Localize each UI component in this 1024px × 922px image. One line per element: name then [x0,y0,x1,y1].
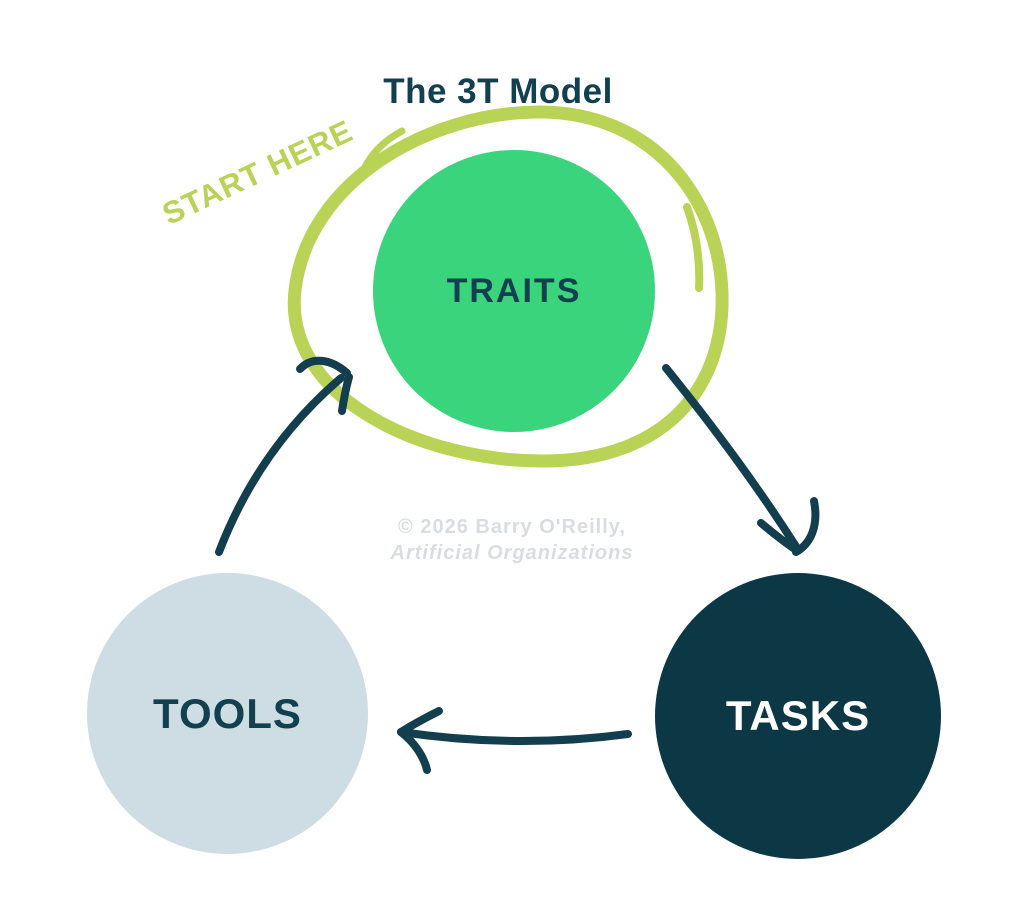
scribble-thick-stroke-right [578,110,725,283]
node-tasks-label: TASKS [725,692,871,739]
node-traits: TRAITS [373,150,655,432]
node-tasks: TASKS [655,573,941,859]
arrow-tools-to-traits [215,356,353,556]
arrow-traits-to-tasks-head-wing [757,519,800,554]
arrow-tasks-to-tools [397,707,632,774]
arrow-traits-to-tasks [662,364,820,556]
node-tools: TOOLS [87,573,368,854]
copyright-watermark-line1: © 2026 Barry O'Reilly, [398,516,626,538]
scribble-sketch-mark-top-left [357,127,406,180]
diagram-title: The 3T Model [383,72,613,111]
node-traits-label: TRAITS [446,271,582,310]
arrow-tasks-to-tools-head-wing [397,707,443,736]
copyright-watermark: © 2026 Barry O'Reilly, Artificial Organi… [0,514,1024,566]
arrow-traits-to-tasks-head-curl [792,497,820,556]
node-tools-label: TOOLS [153,689,302,737]
arrow-tools-to-traits-head-curl [296,356,351,377]
arrow-tasks-to-tools-head-curl [397,728,431,774]
arrow-tools-to-traits-head-wing [338,373,353,415]
scribble-sketch-mark-right [683,203,704,292]
copyright-watermark-line2: Artificial Organizations [390,542,634,564]
arrow-tools-to-traits-shaft [215,374,345,556]
arrow-traits-to-tasks-shaft [662,364,801,552]
arrow-tasks-to-tools-shaft [397,728,632,745]
